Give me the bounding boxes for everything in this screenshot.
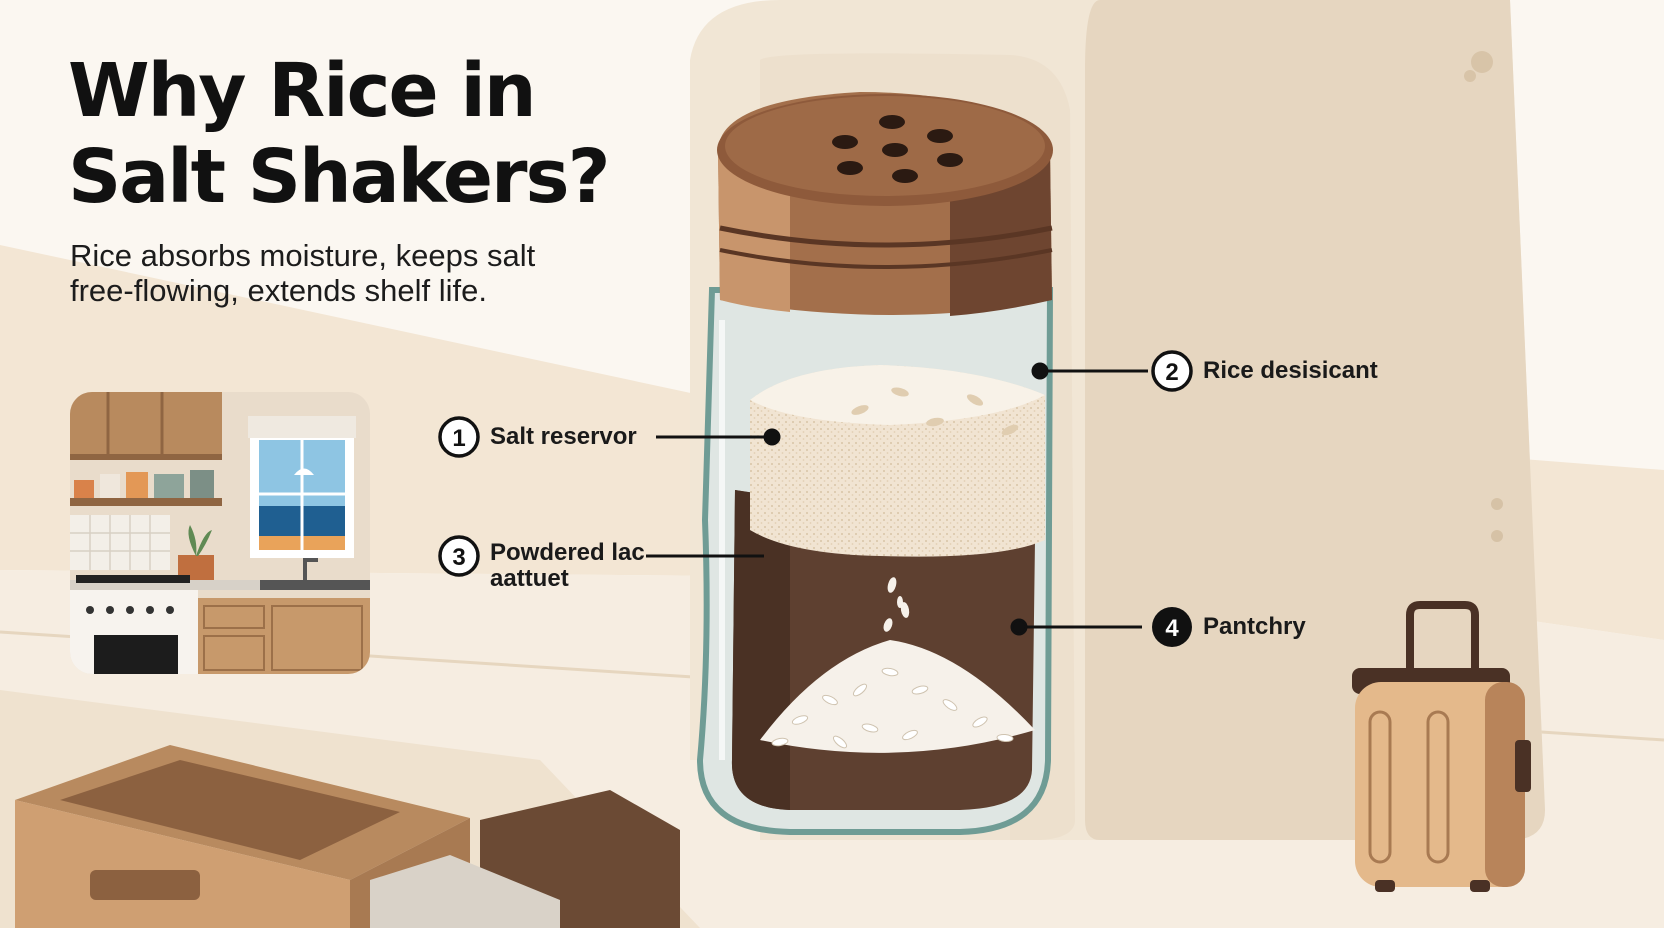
callout-label-1: Salt reservor: [490, 423, 637, 450]
callout-badge-3: 3: [438, 535, 480, 577]
callout-badge-4: 4: [1152, 607, 1192, 647]
subtitle: Rice absorbs moisture, keeps salt free-f…: [70, 238, 535, 308]
falling-grains: [883, 577, 910, 632]
rice-pile: [760, 640, 1035, 753]
callout-number-1: 1: [452, 425, 465, 452]
callout-label-2: Rice desisicant: [1203, 357, 1378, 384]
callout-badge-2: 2: [1151, 350, 1193, 392]
callout-number-3: 3: [452, 544, 465, 571]
callout-label-3: Powdered lac aattuet: [490, 540, 645, 592]
shaker-cap: [717, 92, 1053, 316]
callout-number-4: 4: [1165, 615, 1179, 642]
shaker-holes: [832, 115, 963, 183]
salt-shaker: [696, 92, 1054, 835]
callout-leaders: [646, 362, 1148, 636]
kitchen-vignette: [70, 392, 370, 674]
callout-label-3-line-1: Powdered lac: [490, 539, 645, 566]
callout-label-3-line-2: aattuet: [490, 565, 569, 592]
headline-line-2: Salt Shakers?: [68, 134, 611, 220]
headline-line-1: Why Rice in: [68, 48, 537, 134]
callout-number-2: 2: [1165, 359, 1178, 386]
callout-label-4: Pantchry: [1203, 613, 1306, 640]
subtitle-line-1: Rice absorbs moisture, keeps salt: [70, 238, 536, 273]
storage-box: [15, 745, 680, 928]
luggage-icon: [1352, 601, 1531, 892]
headline: Why Rice in Salt Shakers?: [68, 48, 611, 220]
subtitle-line-2: free-flowing, extends shelf life.: [70, 273, 487, 308]
callout-badge-1: 1: [438, 416, 480, 458]
